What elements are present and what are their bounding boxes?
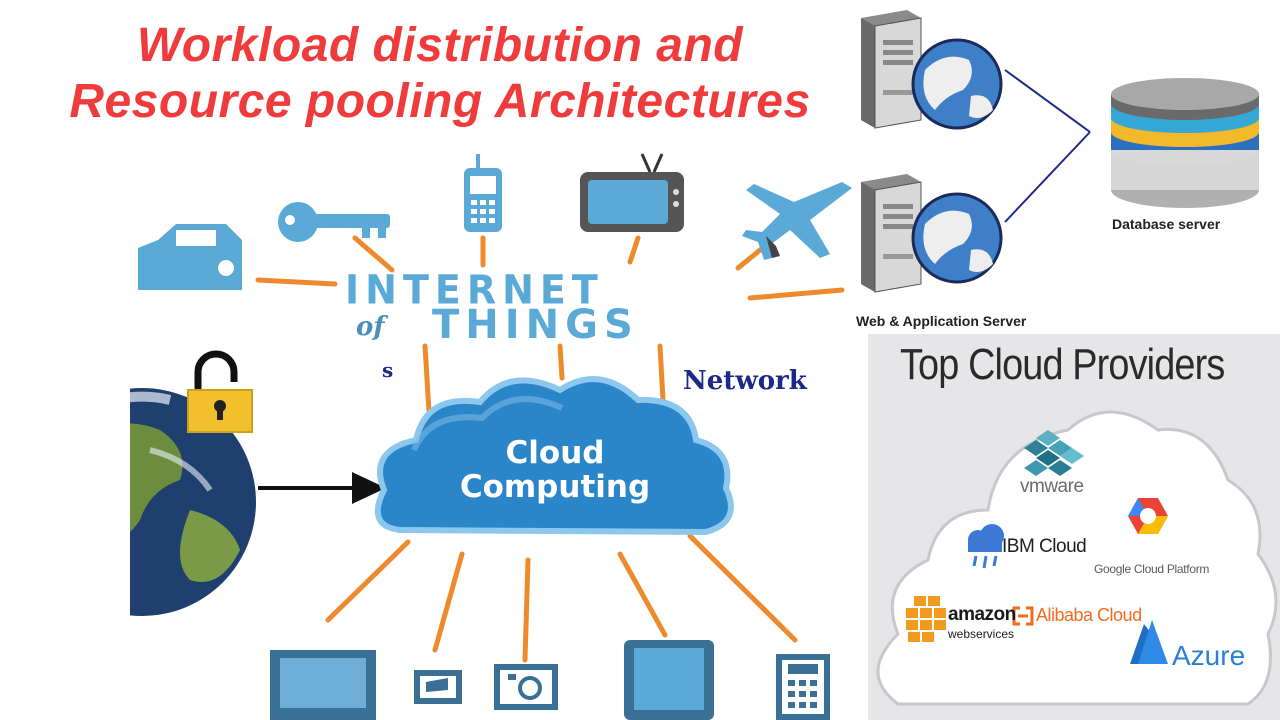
cloud-label-line-1: Cloud	[505, 435, 605, 471]
database-icon	[1111, 78, 1259, 208]
web-globe-icon	[911, 192, 1003, 284]
web-app-server-label: Web & Application Server	[856, 313, 1027, 329]
iot-illustration	[130, 153, 852, 720]
amazon-webservices-label: webservices	[948, 627, 1015, 641]
azure-icon	[1130, 620, 1168, 664]
connection-line-top	[1004, 69, 1091, 133]
database-server-label: Database server	[1112, 216, 1221, 232]
vmware-label: vmware	[1020, 476, 1084, 497]
cloud-label-line-2: Computing	[459, 469, 651, 505]
connection-line-bottom	[1004, 131, 1091, 223]
page-title: Workload distribution and Resource pooli…	[0, 18, 880, 130]
server-icon	[861, 10, 922, 129]
tv-icon	[580, 153, 684, 232]
cloud-computing-label: Cloud Computing	[420, 436, 690, 504]
cloud-providers-panel: Top Cloud Providers	[868, 334, 1280, 720]
server-icon	[861, 174, 922, 293]
arrow-globe-to-cloud	[258, 472, 386, 504]
providers-cloud-graphic	[876, 410, 1278, 706]
monitor-icon	[270, 650, 376, 720]
title-line-1: Workload distribution and	[136, 19, 744, 72]
cloud-shape	[374, 376, 734, 536]
cctv-icon	[414, 670, 462, 704]
key-icon	[278, 202, 390, 242]
aws-icon	[906, 596, 946, 642]
tablet-icon	[624, 640, 714, 720]
web-globe-icon	[911, 38, 1003, 130]
globe-icon	[130, 388, 256, 616]
phone-icon	[464, 154, 502, 232]
alibaba-cloud-icon	[1012, 606, 1034, 626]
google-cloud-icon	[1128, 498, 1168, 534]
amazon-label: amazon	[948, 604, 1016, 625]
server-network-diagram	[861, 10, 1259, 293]
providers-title: Top Cloud Providers	[900, 340, 1225, 389]
alibaba-cloud-label: Alibaba Cloud	[1036, 605, 1142, 625]
car-icon	[138, 224, 242, 290]
iot-word-internet: INTERNET	[345, 266, 604, 314]
airplane-icon	[742, 182, 852, 260]
camera-icon	[494, 664, 558, 710]
vmware-icon	[1024, 430, 1084, 476]
lower-connectors	[325, 533, 798, 663]
google-cloud-label: Google Cloud Platform	[1094, 562, 1210, 576]
iot-word-of: of	[356, 312, 385, 342]
ibm-cloud-icon	[968, 524, 1004, 569]
calculator-icon	[776, 654, 830, 720]
title-line-2: Resource pooling Architectures	[69, 75, 811, 128]
padlock-icon	[187, 350, 253, 433]
text-fragment: s	[382, 358, 394, 382]
azure-label: Azure	[1172, 640, 1246, 671]
iot-word-things: THINGS	[432, 302, 639, 348]
ibm-cloud-label: IBM Cloud	[1002, 536, 1087, 557]
network-label: Network	[683, 366, 807, 396]
